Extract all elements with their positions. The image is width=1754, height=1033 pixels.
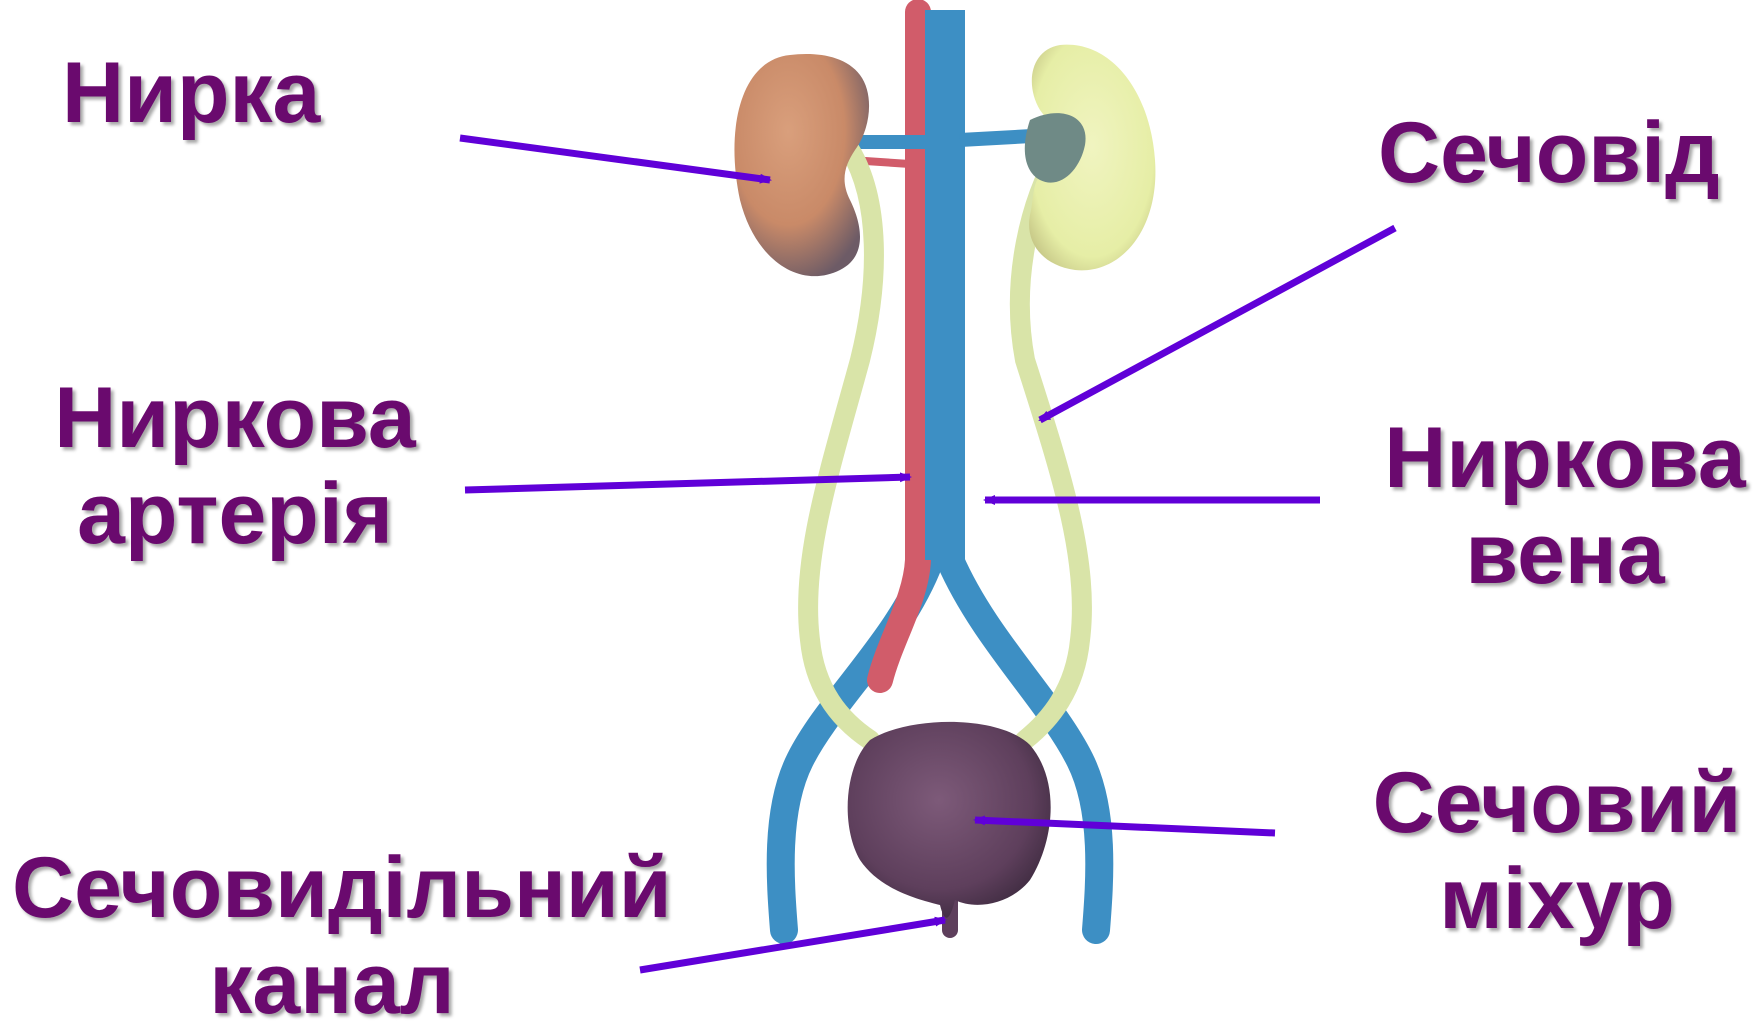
- label-urethra-line2: канал: [12, 936, 652, 1032]
- label-bladder-line2: міхур: [1372, 851, 1742, 947]
- label-kidney-text: Нирка: [62, 45, 320, 141]
- label-ureter: Сечовід: [1378, 105, 1720, 201]
- label-urethra: Сечовидільний канал: [12, 840, 652, 1033]
- label-renal-vein-line1: Ниркова: [1380, 410, 1750, 506]
- label-ureter-text: Сечовід: [1378, 105, 1720, 201]
- label-renal-vein: Ниркова вена: [1380, 410, 1750, 603]
- label-renal-artery-line2: артерія: [50, 466, 420, 562]
- aorta: [880, 12, 918, 680]
- label-renal-vein-line2: вена: [1380, 506, 1750, 602]
- arrow-renal-artery: [465, 477, 910, 490]
- arrow-kidney: [460, 138, 770, 180]
- label-renal-artery: Ниркова артерія: [50, 370, 420, 563]
- label-bladder: Сечовий міхур: [1372, 755, 1742, 948]
- label-renal-artery-line1: Ниркова: [50, 370, 420, 466]
- label-urethra-line1: Сечовидільний: [12, 840, 652, 936]
- label-bladder-line1: Сечовий: [1372, 755, 1742, 851]
- label-kidney: Нирка: [62, 45, 320, 141]
